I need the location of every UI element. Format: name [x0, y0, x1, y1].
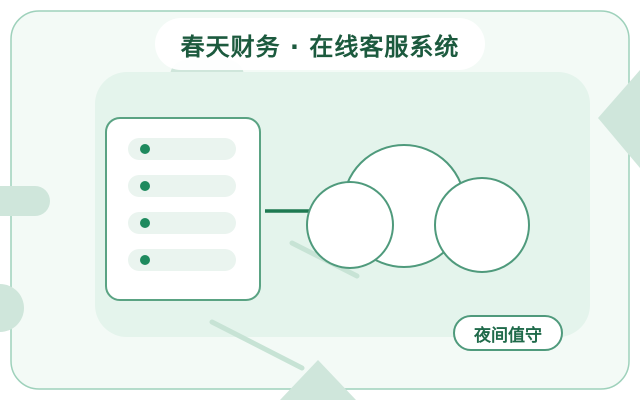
- list-bullet: [140, 144, 150, 154]
- list-bullet: [140, 255, 150, 265]
- cloud-icon: [306, 144, 530, 273]
- list-row: [128, 249, 236, 271]
- cloud-circle-right: [434, 177, 530, 273]
- decor-diamond-bottom: [280, 360, 356, 400]
- list-row: [128, 138, 236, 160]
- decor-pill-left: [0, 186, 50, 216]
- list-bullet: [140, 181, 150, 191]
- list-bullet: [140, 218, 150, 228]
- status-badge: 夜间值守: [453, 315, 563, 351]
- list-card: [105, 117, 261, 301]
- decor-diamond-right: [598, 70, 640, 168]
- decor-circle-left: [0, 284, 24, 332]
- cloud-circle-left: [306, 181, 394, 269]
- page-title: 春天财务 · 在线客服系统: [155, 18, 485, 70]
- list-row: [128, 175, 236, 197]
- list-row: [128, 212, 236, 234]
- decor-stroke-2: [209, 319, 305, 371]
